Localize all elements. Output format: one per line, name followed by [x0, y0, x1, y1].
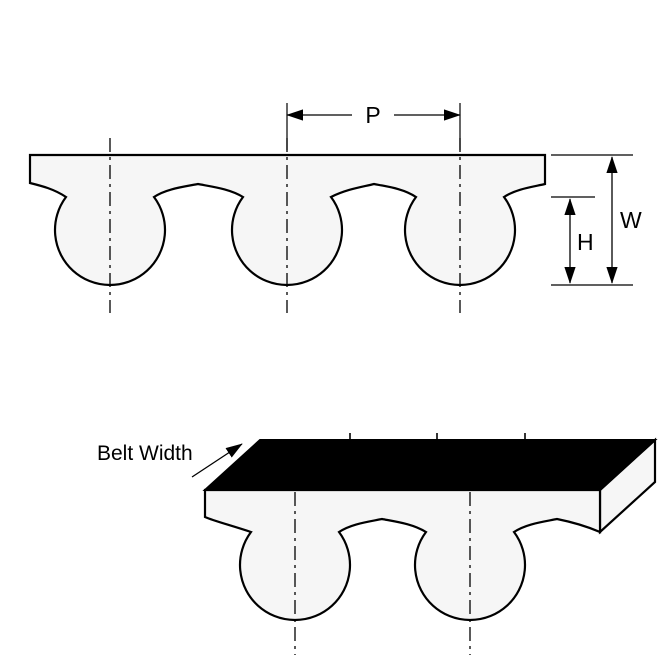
belt-top-face [202, 439, 658, 491]
belt-3d-view: Belt Width [97, 433, 658, 655]
belt-width-annotation: Belt Width [97, 442, 243, 478]
belt-width-arrow [191, 443, 243, 478]
pitch-dimension: P [286, 102, 461, 150]
width-dimension: W [551, 154, 642, 286]
belt-cross-section: P W H [28, 102, 642, 313]
belt-width-label: Belt Width [97, 442, 193, 465]
height-dimension: H [551, 196, 595, 284]
belt-front-face [203, 488, 602, 622]
height-label: H [577, 229, 594, 255]
width-label: W [620, 207, 642, 233]
pitch-label: P [365, 102, 380, 128]
